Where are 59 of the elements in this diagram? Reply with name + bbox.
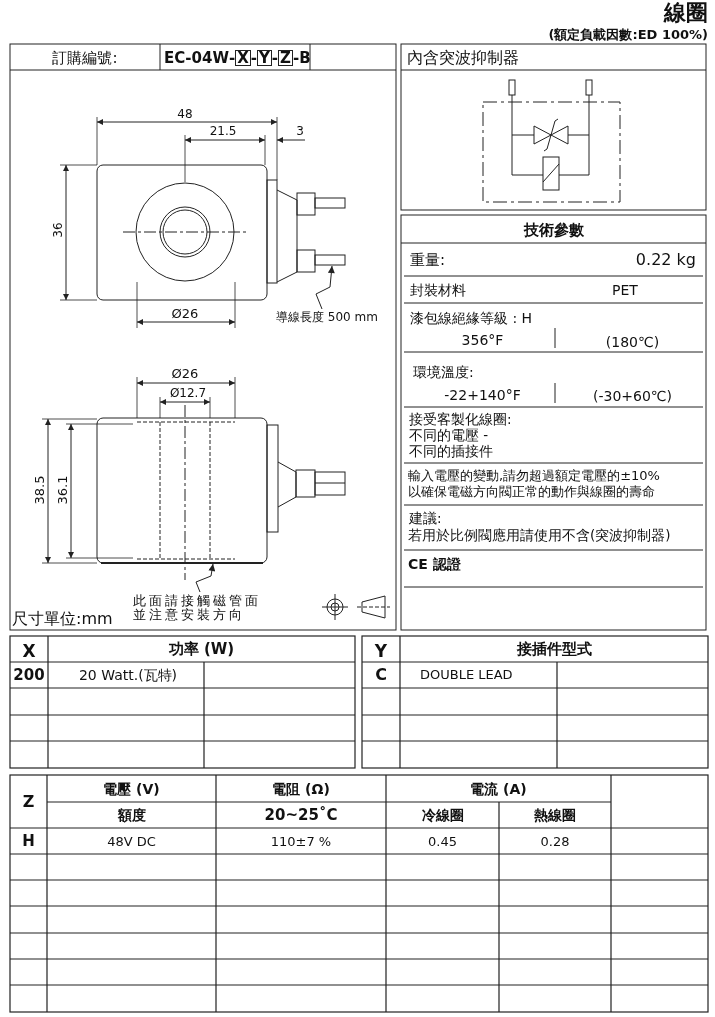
leader-line bbox=[195, 563, 216, 593]
page-title: 線圈 bbox=[662, 0, 708, 26]
column-heading: 額度 bbox=[116, 805, 147, 825]
spec-value: -22+140°F bbox=[443, 385, 522, 405]
section-heading: 內含突波抑制器 bbox=[407, 47, 520, 70]
section-heading: 技術參數 bbox=[522, 220, 585, 241]
spec-label: 不同的插接件 bbox=[409, 443, 494, 459]
column-heading: 熱線圈 bbox=[533, 805, 577, 825]
row-key: C bbox=[362, 664, 400, 686]
dimension-label: Ø26 bbox=[170, 306, 200, 322]
lead-wire bbox=[314, 254, 346, 266]
column-heading: 電阻 (Ω) bbox=[271, 779, 331, 799]
cell-text: 110±7 % bbox=[269, 833, 333, 852]
row-key: H bbox=[10, 829, 47, 853]
dimension-label: 21.5 bbox=[208, 124, 238, 139]
column-heading: 冷線圈 bbox=[420, 805, 465, 825]
field-label: 訂購編號: bbox=[51, 48, 119, 69]
leader-line bbox=[315, 265, 335, 310]
spec-label: 環境溫度: bbox=[413, 362, 475, 382]
column-heading: X bbox=[21, 640, 37, 662]
column-heading: Y bbox=[373, 640, 389, 662]
cell-text: 0.28 bbox=[539, 833, 571, 852]
spec-value: (180℃) bbox=[604, 332, 661, 352]
dimension-label: 48 bbox=[176, 107, 194, 122]
column-heading: 電流 (A) bbox=[469, 779, 528, 799]
spec-value: PET bbox=[611, 280, 639, 300]
note-text: 若用於比例閥應用請使用不含(突波抑制器) bbox=[408, 526, 672, 544]
cell-text: 48V DC bbox=[106, 833, 157, 852]
spec-label: CE 認證 bbox=[408, 555, 462, 573]
cell-text: 0.45 bbox=[427, 833, 458, 852]
spec-label: 接受客製化線圈: bbox=[409, 411, 513, 427]
note-text: 建議: bbox=[409, 510, 443, 526]
cell-text: 20 Watt.(瓦特) bbox=[77, 665, 179, 685]
spec-label: 封裝材料 bbox=[410, 280, 467, 300]
cell-text: DOUBLE LEAD bbox=[420, 666, 514, 685]
spec-label: 重量: bbox=[410, 250, 447, 271]
column-heading: 功率 (W) bbox=[167, 639, 236, 660]
order-code: EC-04W-X-Y-Z-B bbox=[164, 48, 310, 69]
spec-label: 漆包線絕緣等級 : H bbox=[410, 308, 534, 328]
dimension-label: Ø26 bbox=[170, 366, 200, 382]
column-heading: 電壓 (V) bbox=[102, 779, 161, 799]
spec-value: 356°F bbox=[460, 330, 505, 350]
note-text: 導線長度 500 mm bbox=[276, 309, 388, 325]
note-text: 輸入電壓的變動,請勿超過額定電壓的±10%以確保電磁方向閥正常的動作與線圈的壽命 bbox=[408, 467, 661, 501]
column-heading: Z bbox=[21, 791, 36, 814]
subtitle: (額定負載因數:ED 100%) bbox=[547, 26, 708, 43]
dimension-label: 36 bbox=[50, 221, 66, 240]
column-heading: 20~25˚C bbox=[263, 805, 339, 826]
dimension-label: 36.1 bbox=[55, 474, 71, 507]
dimension-label: 38.5 bbox=[32, 474, 48, 507]
column-heading: 接插件型式 bbox=[515, 639, 593, 660]
spec-value: (-30+60℃) bbox=[591, 386, 674, 406]
row-key: 200 bbox=[10, 664, 48, 686]
spec-value: 0.22 kg bbox=[634, 249, 696, 272]
dimension-label: 3 bbox=[295, 124, 305, 139]
unit-note: 尺寸單位:mm bbox=[12, 609, 114, 629]
dimension-label: Ø12.7 bbox=[168, 385, 208, 401]
note-text: 此面請接觸磁管面並注意安裝方向 bbox=[133, 592, 273, 624]
spec-label: 不同的電壓 - bbox=[409, 427, 490, 443]
